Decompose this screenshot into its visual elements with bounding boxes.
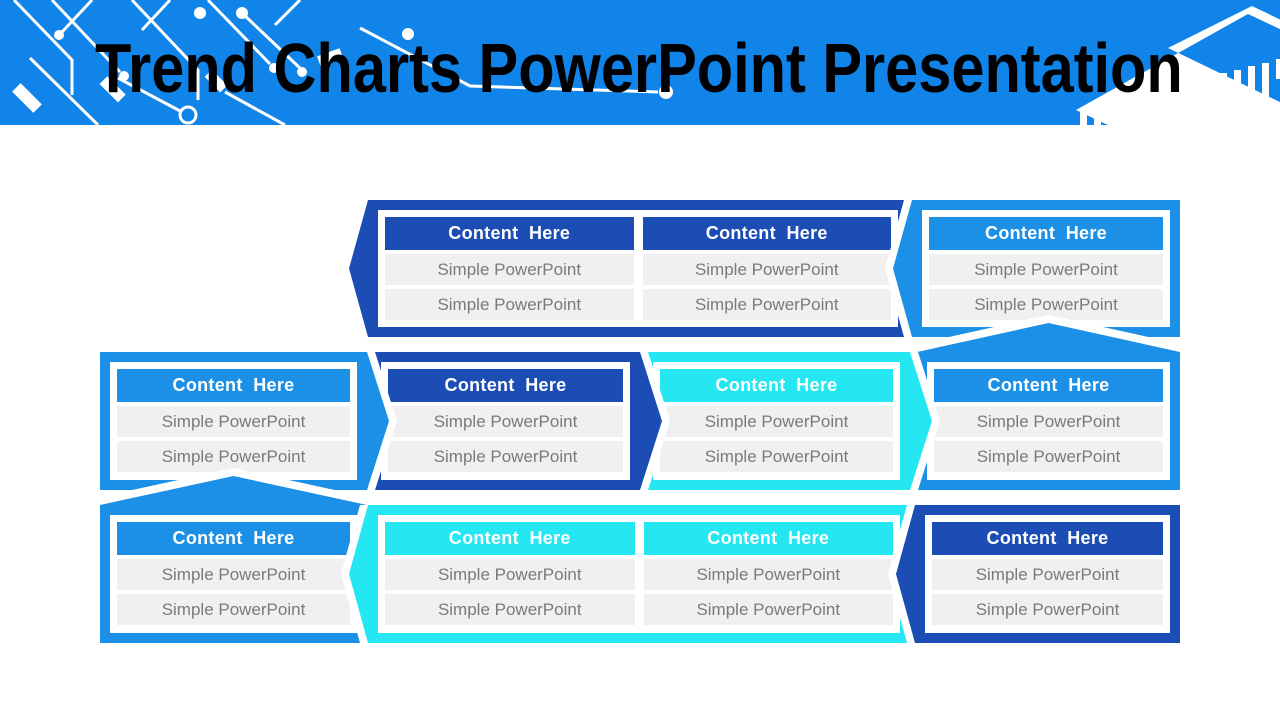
content-table: Content Here Simple PowerPoint Simple Po… bbox=[117, 522, 350, 626]
content-table: Content Here Simple PowerPoint Simple Po… bbox=[388, 369, 623, 473]
table-row: Simple PowerPoint bbox=[385, 594, 635, 625]
table-row: Simple PowerPoint bbox=[642, 254, 891, 285]
microchip-icon bbox=[1076, 6, 1280, 125]
table-row: Simple PowerPoint bbox=[643, 594, 893, 625]
flow-card-row1-right: Content Here Simple PowerPoint Simple Po… bbox=[883, 200, 1180, 337]
content-table: Content Here Simple PowerPoint Simple Po… bbox=[117, 369, 350, 473]
table-header: Content Here bbox=[388, 369, 623, 402]
table-header: Content Here bbox=[385, 522, 635, 555]
flow-card-row1-wide: Content Here Simple PowerPoint Simple Po… bbox=[339, 200, 908, 337]
content-table: Content Here Simple PowerPoint Simple Po… bbox=[642, 217, 891, 320]
title-banner: Trend Charts PowerPoint Presentation bbox=[0, 0, 1280, 125]
flow-card-row3-col1: Content Here Simple PowerPoint Simple Po… bbox=[100, 468, 367, 643]
table-row: Simple PowerPoint bbox=[117, 406, 350, 437]
flow-card-row2-col1: Content Here Simple PowerPoint Simple Po… bbox=[100, 352, 399, 490]
flow-card-row3-wide: Content Here Simple PowerPoint Simple Po… bbox=[339, 505, 910, 643]
table-row: Simple PowerPoint bbox=[660, 441, 893, 472]
table-header: Content Here bbox=[385, 217, 634, 250]
flow-card-row3-right: Content Here Simple PowerPoint Simple Po… bbox=[886, 505, 1180, 643]
table-row: Simple PowerPoint bbox=[643, 559, 893, 590]
table-header: Content Here bbox=[932, 522, 1163, 555]
content-table: Content Here Simple PowerPoint Simple Po… bbox=[385, 217, 634, 320]
content-table: Content Here Simple PowerPoint Simple Po… bbox=[643, 522, 893, 626]
table-row: Simple PowerPoint bbox=[929, 254, 1163, 285]
table-row: Simple PowerPoint bbox=[388, 441, 623, 472]
table-header: Content Here bbox=[643, 522, 893, 555]
card-inner: Content Here Simple PowerPoint Simple Po… bbox=[378, 210, 898, 327]
content-table: Content Here Simple PowerPoint Simple Po… bbox=[660, 369, 893, 473]
table-row: Simple PowerPoint bbox=[660, 406, 893, 437]
card-inner: Content Here Simple PowerPoint Simple Po… bbox=[922, 210, 1170, 327]
table-row: Simple PowerPoint bbox=[932, 559, 1163, 590]
content-table: Content Here Simple PowerPoint Simple Po… bbox=[934, 369, 1163, 473]
card-inner: Content Here Simple PowerPoint Simple Po… bbox=[110, 362, 357, 480]
content-table: Content Here Simple PowerPoint Simple Po… bbox=[929, 217, 1163, 320]
flow-card-row2-col4: Content Here Simple PowerPoint Simple Po… bbox=[917, 315, 1180, 490]
circuit-traces-icon bbox=[12, 0, 673, 125]
table-row: Simple PowerPoint bbox=[388, 406, 623, 437]
table-row: Simple PowerPoint bbox=[934, 406, 1163, 437]
table-header: Content Here bbox=[929, 217, 1163, 250]
card-inner: Content Here Simple PowerPoint Simple Po… bbox=[381, 362, 630, 480]
card-inner: Content Here Simple PowerPoint Simple Po… bbox=[653, 362, 900, 480]
card-inner: Content Here Simple PowerPoint Simple Po… bbox=[925, 515, 1170, 633]
table-row: Simple PowerPoint bbox=[385, 254, 634, 285]
table-row: Simple PowerPoint bbox=[117, 594, 350, 625]
table-header: Content Here bbox=[642, 217, 891, 250]
table-row: Simple PowerPoint bbox=[934, 441, 1163, 472]
flow-card-row2-col2: Content Here Simple PowerPoint Simple Po… bbox=[371, 352, 672, 490]
table-header: Content Here bbox=[117, 369, 350, 402]
table-header: Content Here bbox=[660, 369, 893, 402]
card-inner: Content Here Simple PowerPoint Simple Po… bbox=[110, 515, 357, 633]
content-table: Content Here Simple PowerPoint Simple Po… bbox=[932, 522, 1163, 626]
table-row: Simple PowerPoint bbox=[117, 441, 350, 472]
content-table: Content Here Simple PowerPoint Simple Po… bbox=[385, 522, 635, 626]
card-inner: Content Here Simple PowerPoint Simple Po… bbox=[927, 362, 1170, 480]
table-header: Content Here bbox=[934, 369, 1163, 402]
table-row: Simple PowerPoint bbox=[932, 594, 1163, 625]
table-row: Simple PowerPoint bbox=[929, 289, 1163, 320]
table-header: Content Here bbox=[117, 522, 350, 555]
slide-title: Trend Charts PowerPoint Presentation bbox=[95, 29, 1183, 107]
card-inner: Content Here Simple PowerPoint Simple Po… bbox=[378, 515, 900, 633]
table-row: Simple PowerPoint bbox=[117, 559, 350, 590]
table-row: Simple PowerPoint bbox=[642, 289, 891, 320]
table-row: Simple PowerPoint bbox=[385, 289, 634, 320]
table-row: Simple PowerPoint bbox=[385, 559, 635, 590]
flow-card-row2-col3: Content Here Simple PowerPoint Simple Po… bbox=[643, 352, 942, 490]
